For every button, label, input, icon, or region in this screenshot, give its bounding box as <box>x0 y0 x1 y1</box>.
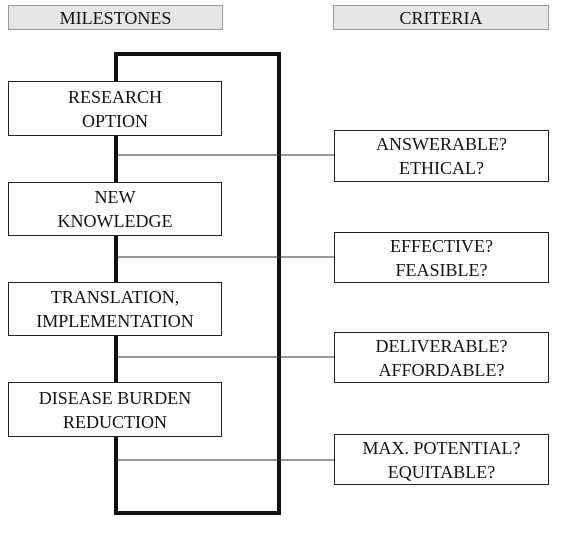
milestone-box-new-knowledge: NEW KNOWLEDGE <box>8 182 222 236</box>
criteria-box-effective-feasible: EFFECTIVE? FEASIBLE? <box>334 232 549 283</box>
milestones-header-label: MILESTONES <box>59 7 172 28</box>
criteria-line: ANSWERABLE? <box>376 134 507 154</box>
criteria-line: EQUITABLE? <box>387 461 496 482</box>
criteria-box-deliverable-affordable: DELIVERABLE? AFFORDABLE? <box>334 332 549 383</box>
criteria-header: CRITERIA <box>333 5 549 30</box>
criteria-line: EFFECTIVE? <box>390 235 493 256</box>
milestone-box-disease-burden-reduction: DISEASE BURDEN REDUCTION <box>8 382 222 437</box>
milestone-line: DISEASE BURDEN <box>38 387 192 408</box>
criteria-line: MAX. POTENTIAL? <box>362 437 521 458</box>
milestones-header: MILESTONES <box>8 5 223 30</box>
milestone-line: OPTION <box>82 110 148 131</box>
criteria-line: AFFORDABLE? <box>378 359 505 380</box>
milestone-box-translation-implementation: TRANSLATION, IMPLEMENTATION <box>8 282 222 336</box>
milestone-line: REDUCTION <box>62 411 167 432</box>
milestone-line: RESEARCH <box>67 86 163 107</box>
milestone-box-research-option: RESEARCH OPTION <box>8 81 222 136</box>
criteria-box-max-potential-equitable: MAX. POTENTIAL? EQUITABLE? <box>334 434 549 485</box>
milestone-line: NEW <box>94 187 136 207</box>
milestone-line: IMPLEMENTATION <box>36 311 194 331</box>
criteria-box-answerable-ethical: ANSWERABLE? ETHICAL? <box>334 130 549 182</box>
milestone-line: KNOWLEDGE <box>57 211 173 231</box>
criteria-line: FEASIBLE? <box>395 259 488 280</box>
milestone-line: TRANSLATION, <box>50 287 180 307</box>
criteria-header-label: CRITERIA <box>399 7 483 28</box>
criteria-line: ETHICAL? <box>399 158 484 178</box>
criteria-line: DELIVERABLE? <box>375 335 508 356</box>
